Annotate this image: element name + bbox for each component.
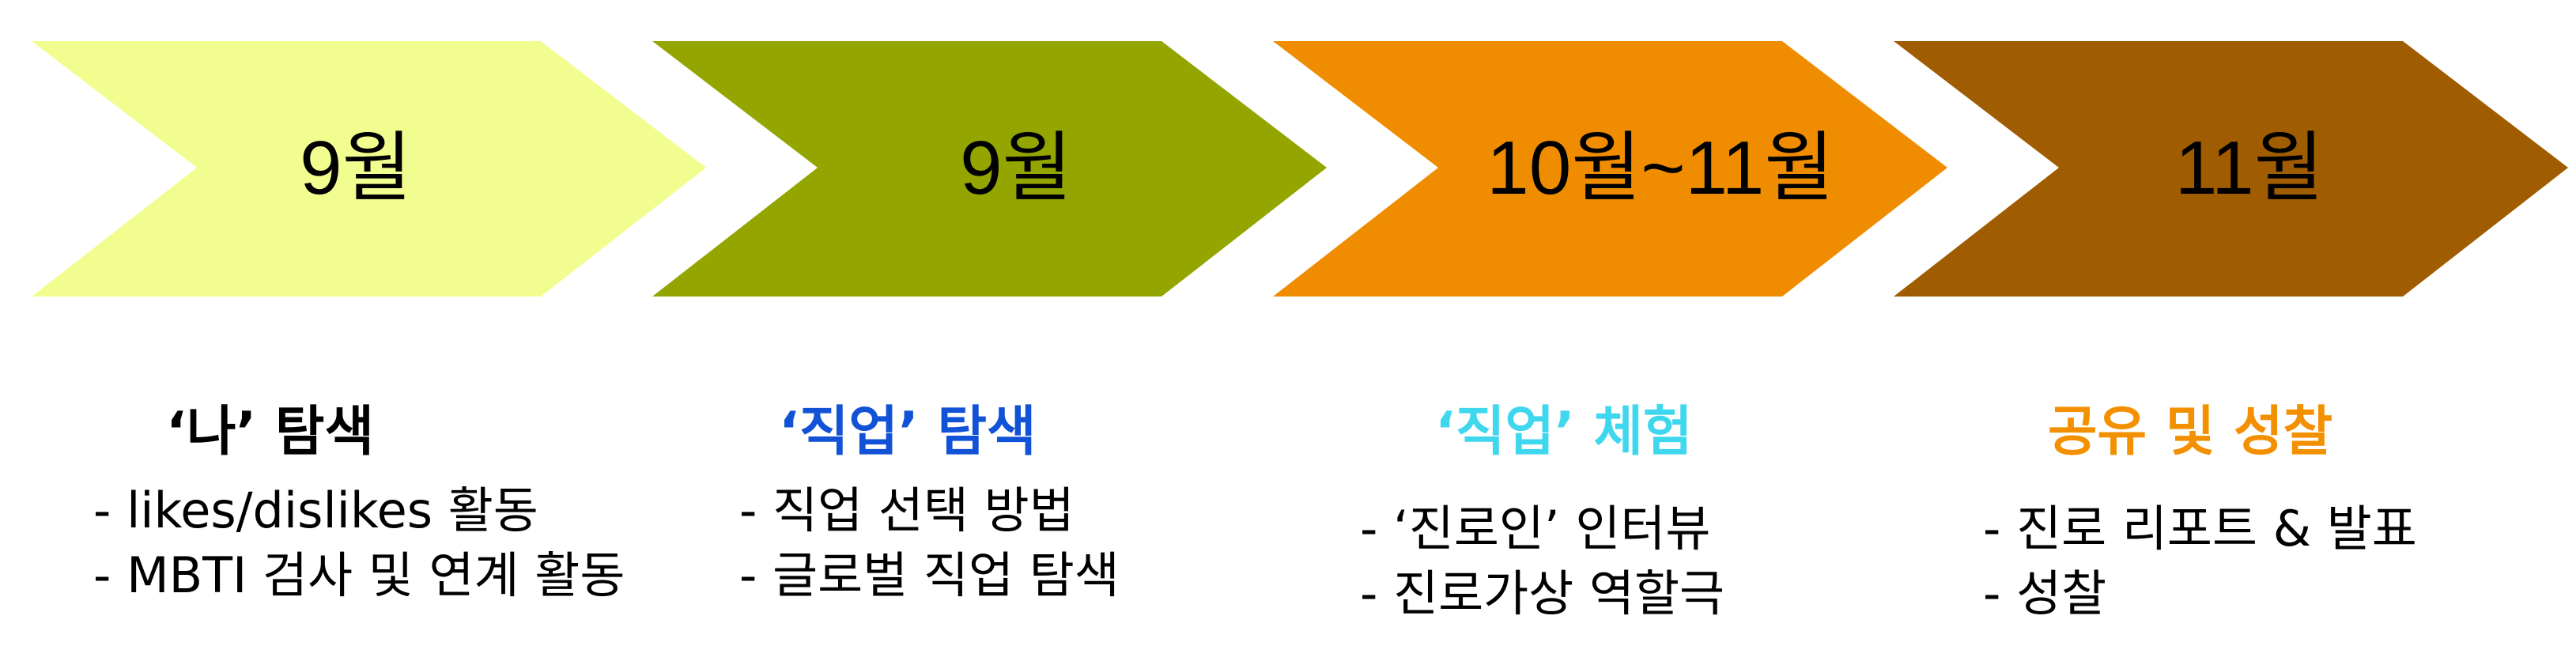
list-item: - 진로 리포트 & 발표 [1983,500,2417,557]
month-label: 10월~11월 [1486,126,1834,210]
phase-title: 공유 및 성찰 [2048,401,2333,463]
phase-activity-list: - 직업 선택 방법 - 글로벌 직업 탐색 [739,478,1120,608]
phase-activity-list: - 진로 리포트 & 발표 - 성찰 [1983,497,2417,626]
chevron-shape [1273,41,1947,297]
list-item: - 성찰 [1983,565,2107,622]
list-item: - MBTI 검사 및 연계 활동 [93,546,625,604]
chevron-stage-4: 11월 [1894,41,2568,297]
chevron-stage-2: 9월 [652,41,1327,297]
phase-activity-list: - likes/dislikes 활동 - MBTI 검사 및 연계 활동 [93,478,625,608]
month-label: 9월 [300,126,412,210]
chevron-shape [32,41,706,297]
phase-activity-list: - ‘진로인’ 인터뷰 - 진로가상 역할극 [1360,497,1724,626]
timeline-chevrons: 9월 9월 10월~11월 11월 [32,41,2568,297]
chevron-shape [1894,41,2568,297]
chevron-stage-3: 10월~11월 [1273,41,1947,297]
month-label: 9월 [960,126,1072,210]
month-label: 11월 [2175,126,2324,210]
list-item: - likes/dislikes 활동 [93,482,538,539]
list-item: - 글로벌 직업 탐색 [739,546,1120,604]
chevron-stage-1: 9월 [32,41,706,297]
phase-title: ‘직업’ 탐색 [779,401,1037,463]
list-item: - 직업 선택 방법 [739,482,1075,539]
phase-title: ‘직업’ 체험 [1435,401,1693,463]
phase-title: ‘나’ 탐색 [166,401,375,463]
list-item: - ‘진로인’ 인터뷰 [1360,500,1711,557]
chevron-shape [652,41,1327,297]
list-item: - 진로가상 역할극 [1360,565,1725,622]
